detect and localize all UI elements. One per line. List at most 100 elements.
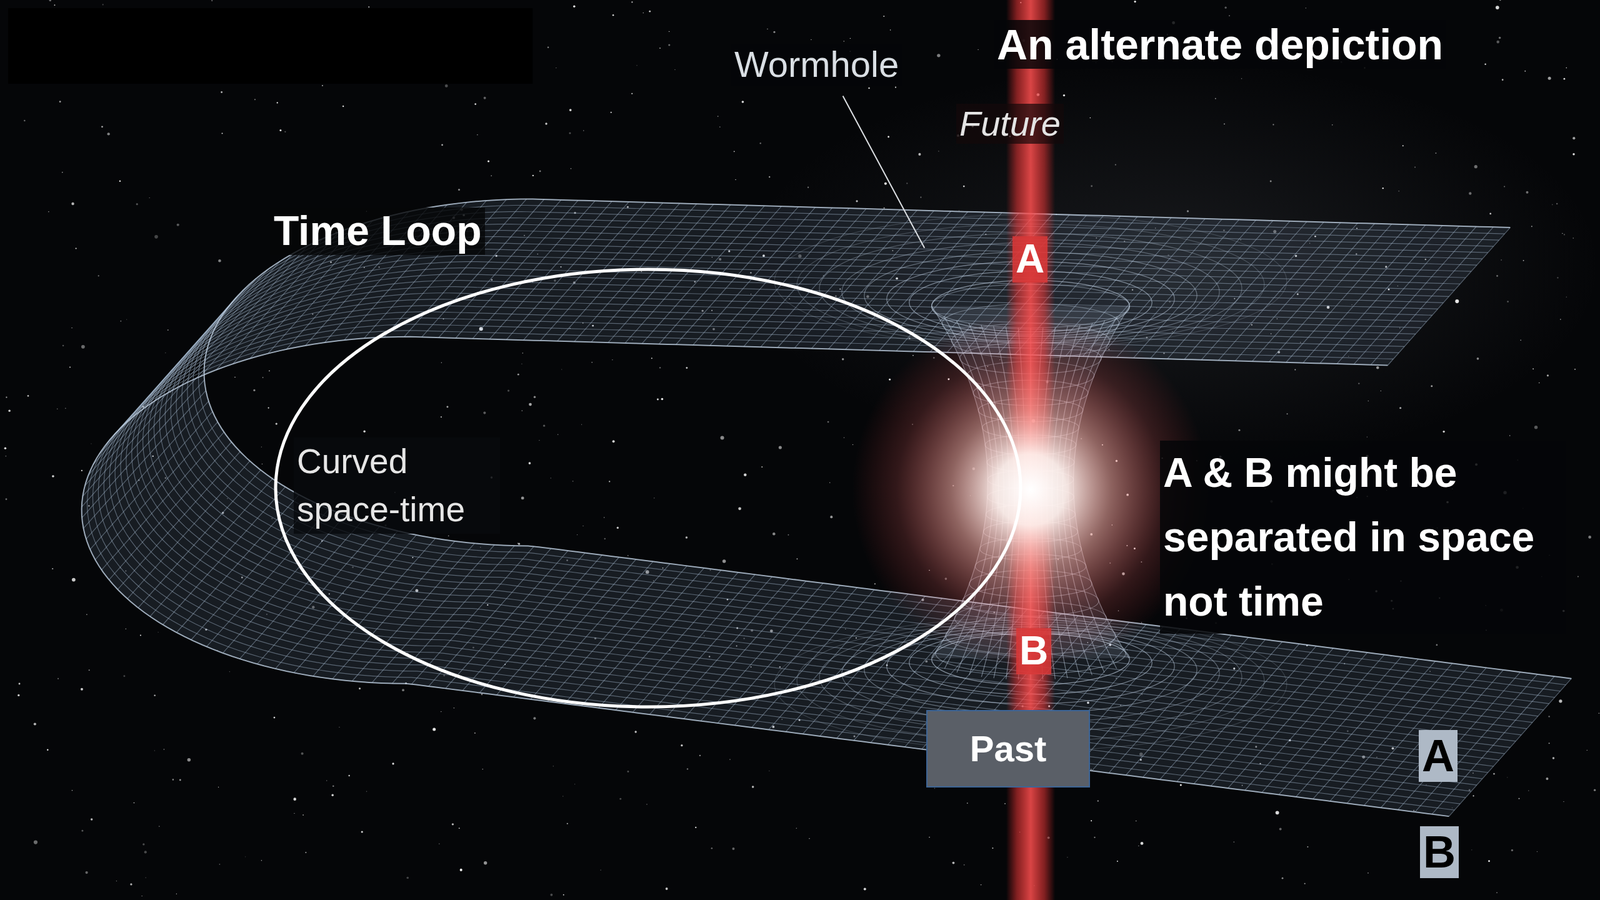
star: [102, 3, 104, 5]
star: [686, 768, 689, 770]
star: [539, 170, 542, 173]
star: [221, 132, 224, 134]
sheet-grid-line: [700, 583, 824, 721]
sheet-grid-line: [1363, 667, 1487, 805]
star: [229, 671, 230, 672]
sheet-grid-line: [1193, 646, 1317, 784]
star: [153, 694, 155, 696]
star: [1238, 429, 1240, 432]
star: [1532, 368, 1534, 370]
star: [275, 422, 278, 425]
star: [284, 131, 286, 133]
star: [522, 352, 524, 354]
star: [453, 707, 455, 709]
diagram-title: An alternate depiction: [993, 20, 1447, 69]
sheet-grid-line: [1235, 223, 1358, 361]
star: [458, 827, 460, 829]
star: [787, 534, 789, 536]
star: [810, 39, 812, 40]
star: [1560, 318, 1561, 320]
star: [634, 730, 637, 733]
sheet-grid-line: [82, 358, 205, 497]
star: [796, 828, 797, 829]
star: [391, 762, 394, 765]
star: [71, 327, 72, 329]
star: [254, 98, 256, 100]
star: [18, 683, 21, 685]
star: [176, 893, 177, 894]
star: [600, 869, 601, 870]
star: [1489, 213, 1492, 215]
star: [843, 40, 845, 42]
sheet-grid-line: [693, 207, 816, 345]
star: [1506, 776, 1508, 778]
star: [1270, 180, 1272, 183]
star: [441, 361, 442, 363]
star: [958, 210, 960, 211]
star: [1368, 400, 1370, 402]
star: [460, 868, 463, 872]
star: [1572, 153, 1575, 155]
sheet-grid-line: [1448, 678, 1572, 817]
sheet-fill: [81, 198, 1572, 817]
star: [659, 366, 661, 369]
sheet-grid-line: [530, 561, 654, 699]
star: [631, 1, 633, 3]
star: [348, 775, 350, 777]
key-letter: B: [1420, 826, 1459, 879]
star: [1382, 187, 1384, 189]
star: [441, 144, 444, 147]
star: [1430, 385, 1433, 387]
star: [966, 802, 969, 804]
star: [583, 130, 584, 131]
sheet-grid-line: [163, 486, 286, 625]
star: [1366, 436, 1368, 437]
star: [1556, 276, 1559, 279]
star: [81, 345, 85, 349]
sheet-grid-line: [1387, 227, 1510, 365]
past-label: Past: [970, 728, 1047, 770]
star: [603, 516, 605, 519]
star: [142, 843, 145, 845]
star: [1180, 783, 1182, 786]
star: [101, 125, 104, 128]
star: [211, 0, 213, 2]
star: [140, 634, 142, 636]
star: [75, 248, 77, 250]
star: [71, 578, 76, 582]
star: [1233, 841, 1235, 843]
star: [733, 151, 735, 153]
star: [761, 466, 763, 468]
sheet-grid-line: [1228, 650, 1351, 789]
sheet-grid-line: [101, 431, 224, 570]
star: [674, 69, 675, 70]
star: [1524, 70, 1526, 72]
sheet-grid-line: [257, 526, 380, 664]
star: [1135, 820, 1137, 822]
star: [1574, 368, 1576, 370]
star: [1598, 713, 1600, 714]
star: [636, 65, 637, 66]
sheet-grid-line: [157, 261, 280, 399]
star-field: [4, 0, 1600, 897]
star: [1545, 777, 1549, 780]
star: [172, 778, 175, 781]
sheet-grid-line: [1210, 648, 1334, 786]
star: [1499, 0, 1501, 1]
star: [438, 843, 440, 845]
star: [661, 398, 664, 401]
sheet-grid-line: [1150, 220, 1274, 359]
star: [1286, 413, 1289, 415]
star: [827, 421, 830, 424]
sheet-grid-line: [127, 461, 250, 599]
star: [1093, 836, 1095, 839]
star: [796, 558, 798, 560]
star: [1294, 369, 1296, 371]
star: [731, 847, 735, 850]
star: [321, 85, 324, 87]
star: [338, 726, 340, 729]
star: [1593, 789, 1596, 792]
sheet-grid-line: [1261, 655, 1385, 793]
star: [1402, 145, 1404, 147]
star: [855, 200, 858, 202]
